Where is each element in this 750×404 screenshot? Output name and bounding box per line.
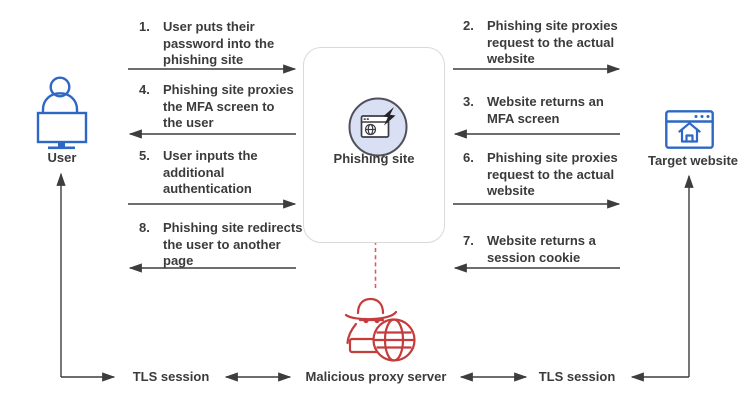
step-8-text: Phishing site redirects the user to anot… [163,220,303,268]
phishing-site-icon [348,97,408,157]
user-icon [36,76,88,150]
target-website-label: Target website [647,153,739,168]
step-5-number: 5. [139,148,150,163]
step-3-text: Website returns an MFA screen [487,94,604,126]
tls-session-right-label: TLS session [538,369,616,384]
malicious-proxy-server-label: Malicious proxy server [305,369,447,384]
malicious-proxy-server-icon [344,297,416,362]
step-5: 5. User inputs the additional authentica… [139,148,299,198]
step-5-text: User inputs the additional authenticatio… [163,148,258,196]
step-4-text: Phishing site proxies the MFA screen to … [163,82,294,130]
step-2-text: Phishing site proxies request to the act… [487,18,618,66]
step-7-number: 7. [463,233,474,248]
step-6-text: Phishing site proxies request to the act… [487,150,618,198]
user-label: User [47,150,77,165]
step-8: 8. Phishing site redirects the user to a… [139,220,304,270]
step-8-number: 8. [139,220,150,235]
step-2-number: 2. [463,18,474,33]
phishing-site-label: Phishing site [333,151,415,166]
step-7: 7. Website returns a session cookie [463,233,628,266]
step-2: 2. Phishing site proxies request to the … [463,18,628,68]
step-6: 6. Phishing site proxies request to the … [463,150,628,200]
step-6-number: 6. [463,150,474,165]
step-1-text: User puts their password into the phishi… [163,19,275,67]
step-3-number: 3. [463,94,474,109]
step-3: 3. Website returns an MFA screen [463,94,628,127]
step-7-text: Website returns a session cookie [487,233,596,265]
step-1: 1. User puts their password into the phi… [139,19,299,69]
step-1-number: 1. [139,19,150,34]
target-website-icon [665,110,714,149]
tls-session-left-label: TLS session [132,369,210,384]
step-4: 4. Phishing site proxies the MFA screen … [139,82,299,132]
step-4-number: 4. [139,82,150,97]
